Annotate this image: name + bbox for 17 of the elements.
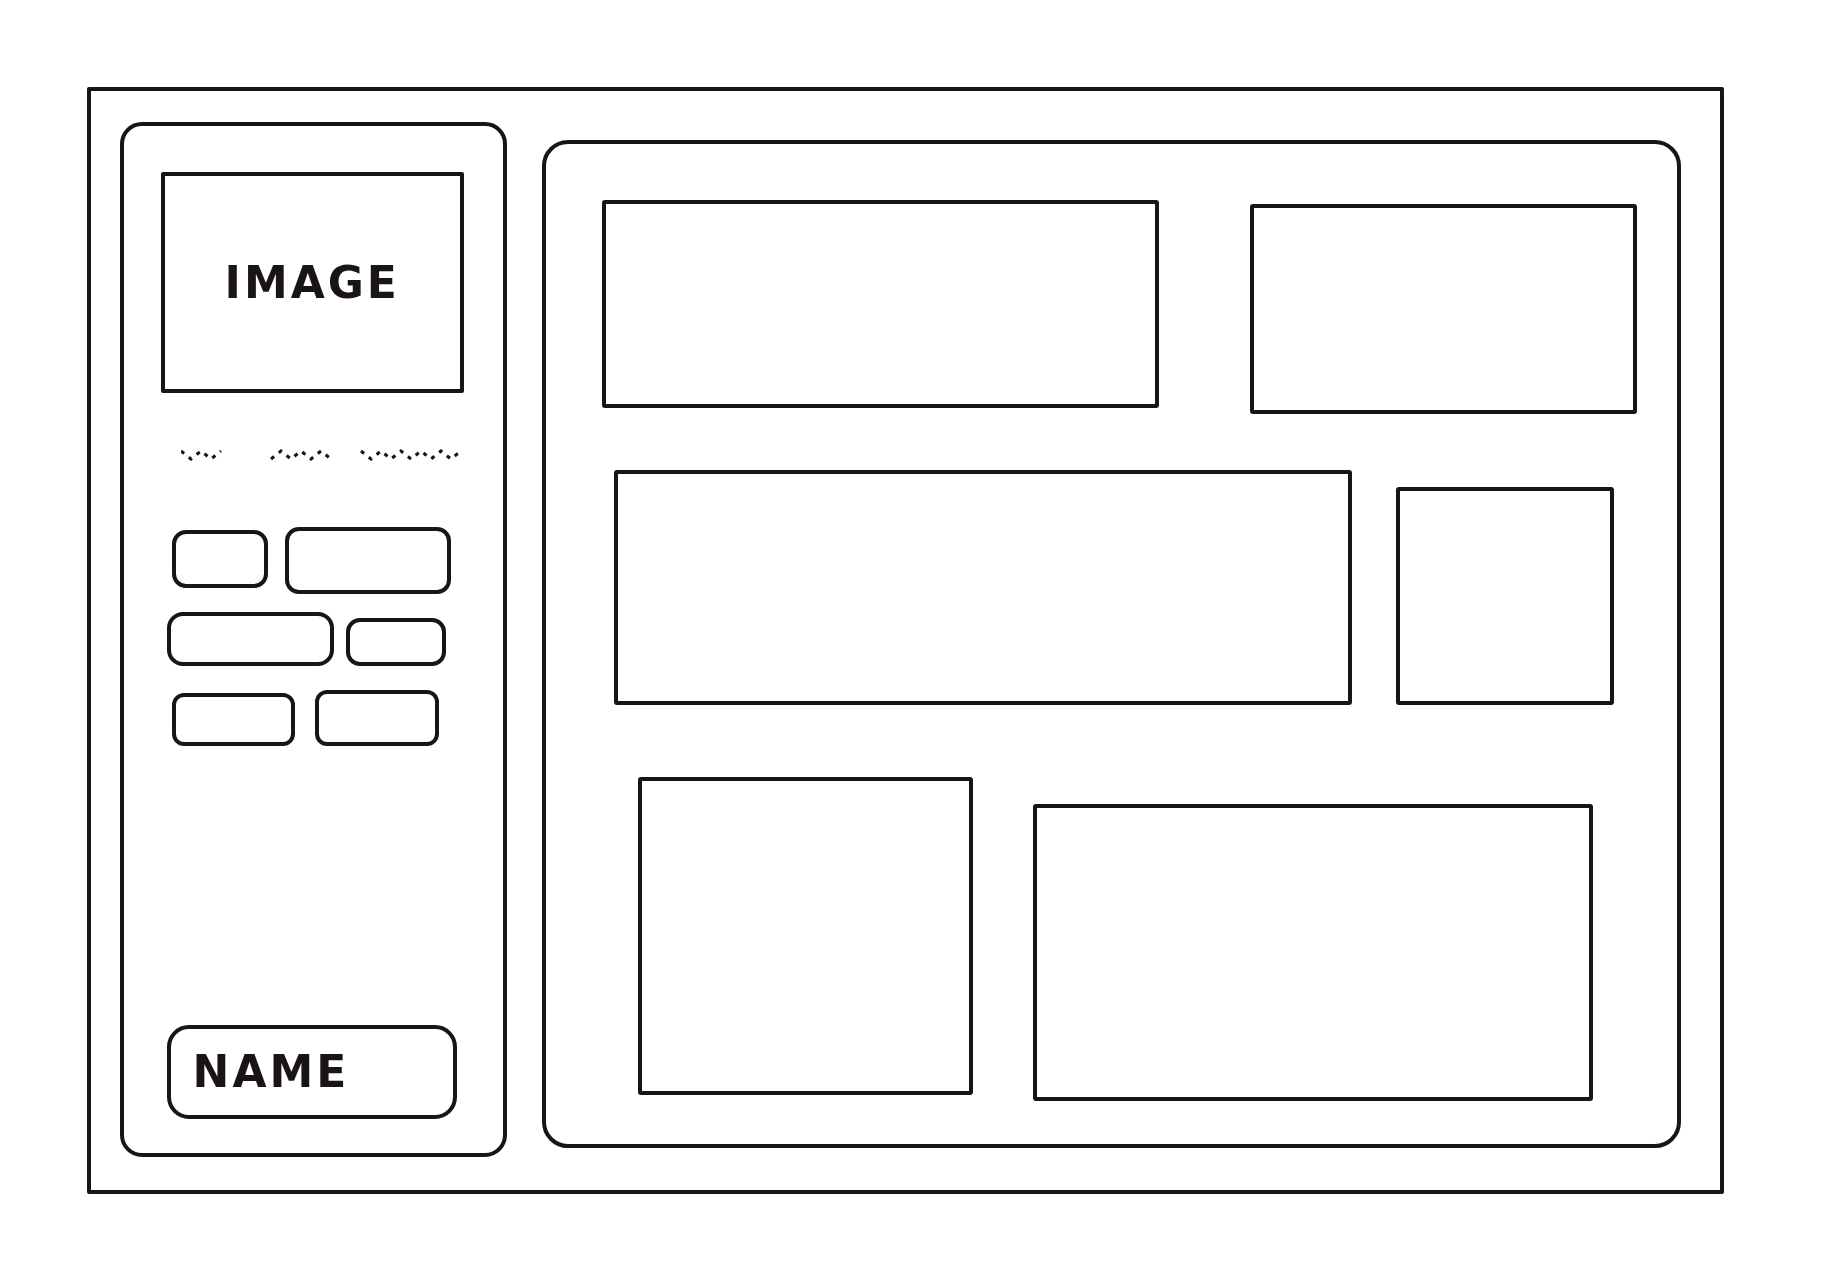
content-card xyxy=(638,777,973,1096)
content-card xyxy=(1250,203,1638,414)
tag-box xyxy=(346,617,447,667)
name-field: NAME xyxy=(166,1025,457,1119)
tag-box xyxy=(314,689,440,746)
content-card xyxy=(614,469,1352,705)
tag-box xyxy=(172,693,295,746)
tag-box xyxy=(285,526,451,595)
content-card xyxy=(602,200,1160,408)
image-field: IMAGE xyxy=(160,172,464,393)
content-card xyxy=(1395,487,1614,705)
tag-box xyxy=(166,611,335,667)
tag-box xyxy=(172,530,268,589)
sidebar-panel xyxy=(120,122,507,1157)
content-card xyxy=(1033,803,1593,1102)
content-panel xyxy=(541,139,1682,1148)
page-frame xyxy=(87,87,1725,1195)
